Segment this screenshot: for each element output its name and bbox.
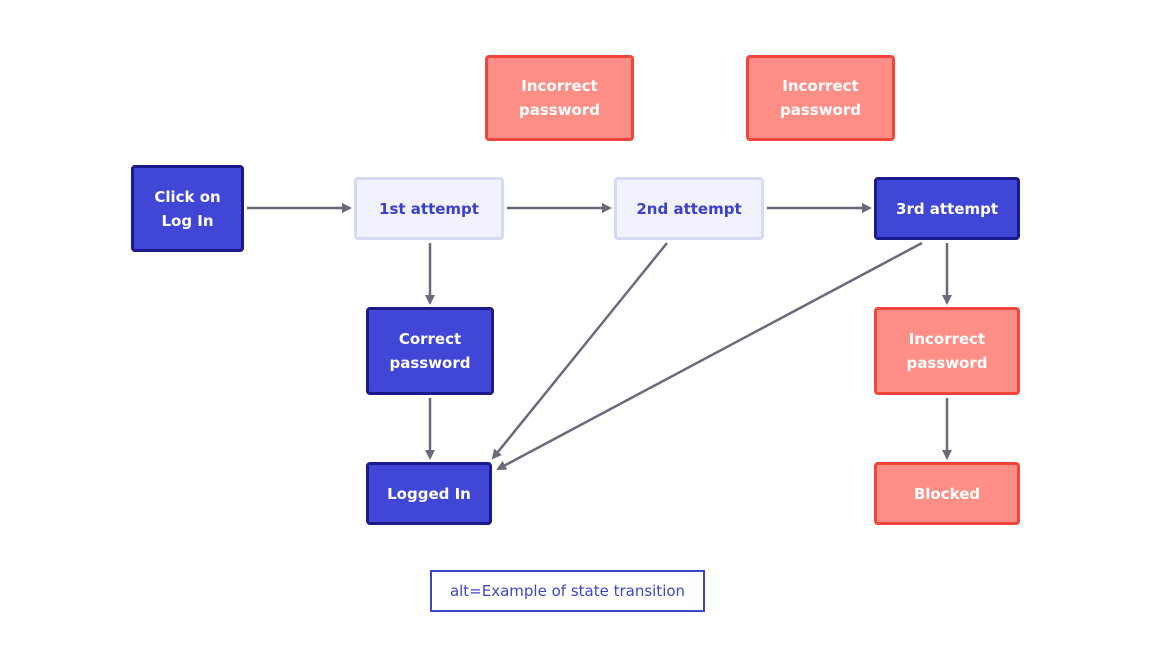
arrow-attempt2-to-logged-in [491,242,668,460]
node-logged-in: Logged In [366,462,492,525]
node-click-on-login: Click on Log In [131,165,244,252]
node-correct-password: Correct password [366,307,494,395]
node-incorrect-password-3: Incorrect password [874,307,1020,395]
node-incorrect-password-2: Incorrect password [746,55,895,141]
node-blocked: Blocked [874,462,1020,525]
node-incorrect-password-1: Incorrect password [485,55,634,141]
node-2nd-attempt: 2nd attempt [614,177,764,240]
node-1st-attempt: 1st attempt [354,177,504,240]
node-3rd-attempt: 3rd attempt [874,177,1020,240]
diagram-caption: alt=Example of state transition [430,570,705,612]
arrow-attempt3-to-logged-in [496,241,923,471]
